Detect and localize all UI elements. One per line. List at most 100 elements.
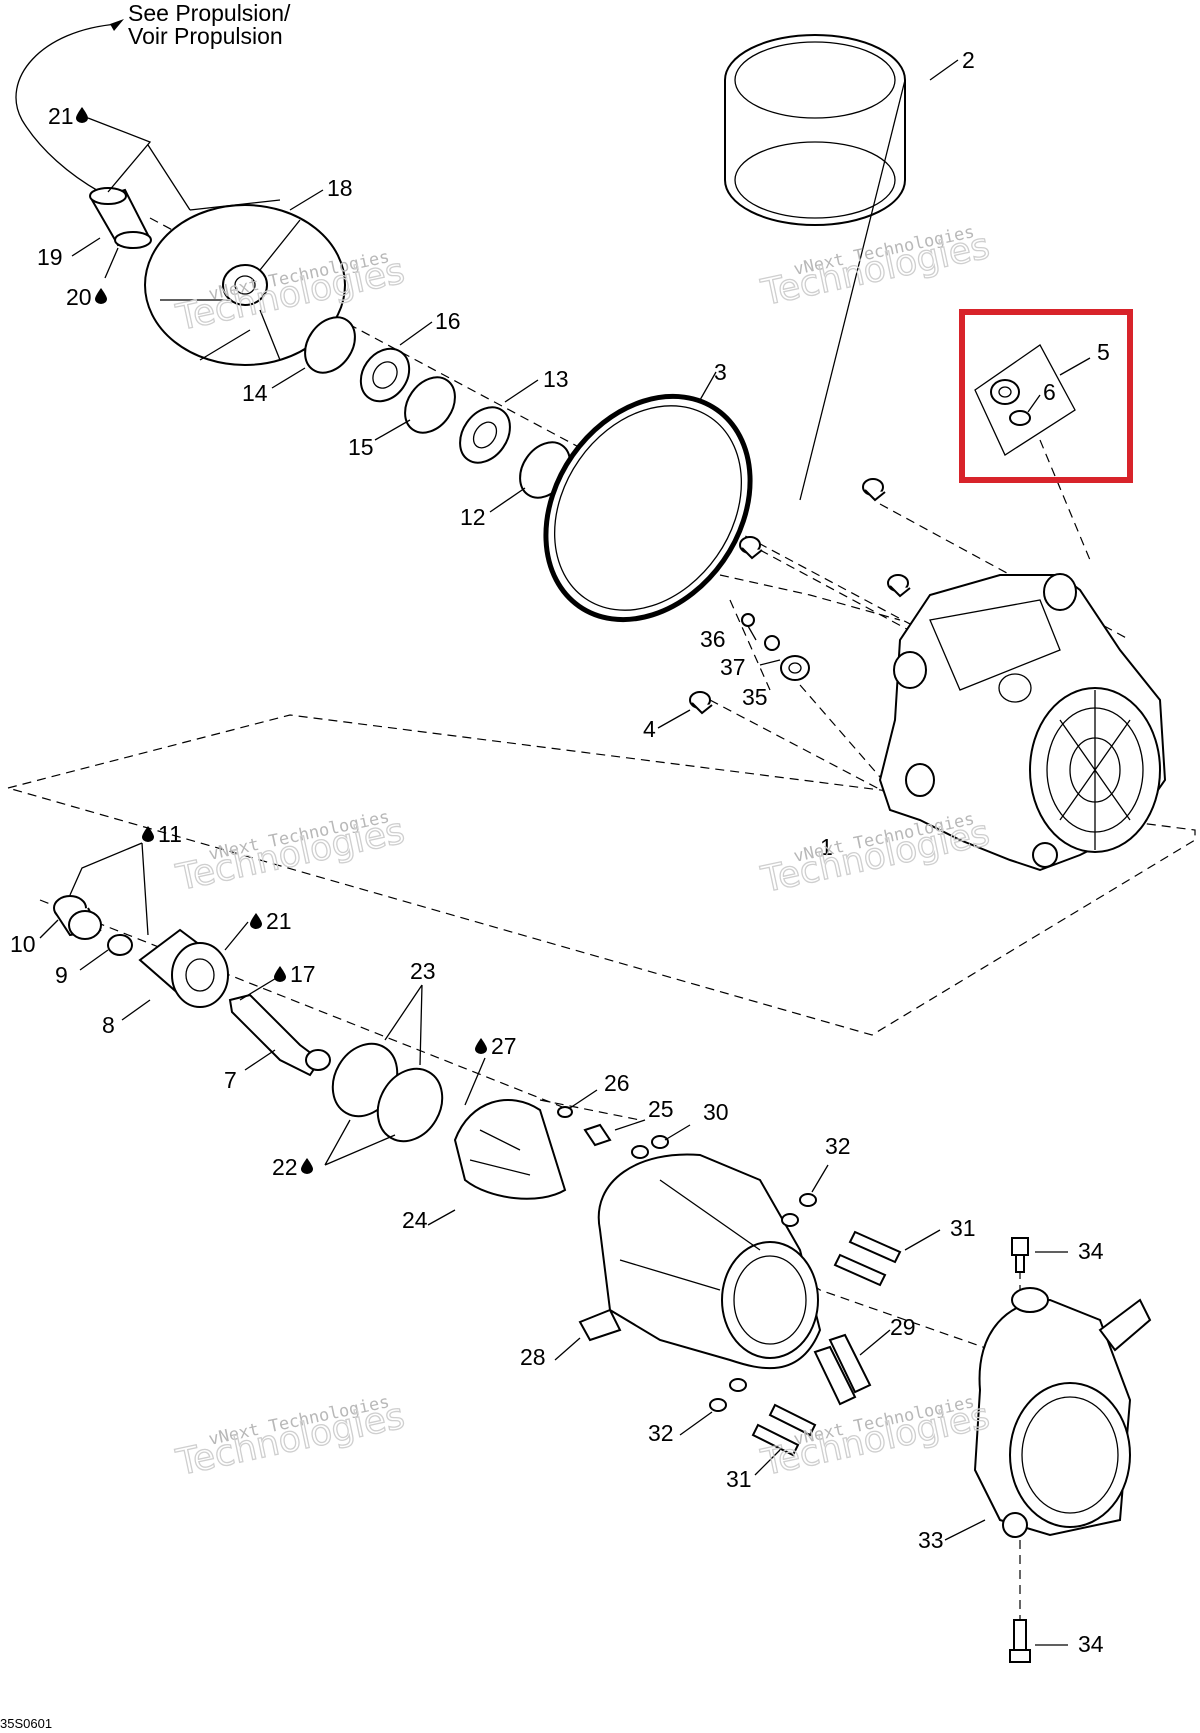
leader-13 [504, 379, 539, 403]
callout-33: 33 [918, 1527, 944, 1553]
watermark-4: vNext Technologies Technologies [757, 809, 994, 902]
oil-drop-icon [250, 913, 262, 929]
nut-kit-box [974, 344, 1076, 456]
cap-10-part [53, 895, 102, 940]
callout-34a: 34 [1078, 1238, 1104, 1264]
callout-37: 37 [720, 654, 746, 680]
callout-35: 35 [742, 684, 768, 710]
leader-12 [489, 487, 526, 513]
o-ring-9-part [107, 934, 133, 956]
bearing-seal-part [459, 406, 511, 464]
leader-6 [1027, 394, 1041, 413]
leader-21b [224, 921, 249, 951]
callout-30: 30 [703, 1099, 729, 1125]
callout-14: 14 [242, 380, 268, 406]
leader-32b [679, 1411, 713, 1436]
leader-27 [464, 1057, 486, 1106]
nut-axis-line [1039, 439, 1091, 561]
washer-32d-part [709, 1398, 727, 1412]
seal-part [359, 347, 411, 403]
screw-31c-part [768, 1403, 817, 1437]
leader-14 [271, 367, 306, 389]
callout-2: 2 [962, 47, 975, 73]
callout-8: 8 [102, 1012, 115, 1038]
large-o-ring-part [543, 393, 753, 623]
washer-26-part [557, 1106, 573, 1118]
bearing-8-part [138, 928, 229, 1008]
svg-text:Technologies: Technologies [172, 811, 408, 899]
callout-17: 17 [290, 961, 316, 987]
callout-23: 23 [410, 958, 436, 984]
watermark-6: vNext Technologies Technologies [757, 1392, 994, 1485]
impeller-part [144, 199, 346, 366]
housing-bolt-4 [689, 691, 713, 715]
assembly-outline [5, 714, 1196, 1036]
callout-11: 11 [158, 821, 182, 847]
propulsion-arrow-line [15, 23, 119, 193]
leader-9 [79, 949, 109, 971]
screw-31b-part [833, 1253, 887, 1287]
callout-26: 26 [604, 1070, 630, 1096]
svg-text:Technologies: Technologies [757, 813, 993, 901]
screw-31d-part [751, 1423, 800, 1457]
washer-37-part [764, 635, 780, 651]
callout-32a: 32 [825, 1133, 851, 1159]
wear-ring-part [724, 34, 906, 226]
callout-21b: 21 [266, 908, 292, 934]
callout-13: 13 [543, 366, 569, 392]
callout-12: 12 [460, 504, 486, 530]
callout-4: 4 [643, 716, 656, 742]
oil-drop-icon [274, 966, 286, 982]
screw-25-part [583, 1123, 612, 1147]
leader-4 [657, 709, 691, 729]
leader-17 [239, 976, 279, 1001]
svg-text:Technologies: Technologies [172, 1396, 408, 1484]
header-line-2: Voir Propulsion [128, 23, 283, 49]
highlight-box [959, 309, 1133, 483]
washer-32c-part [729, 1378, 747, 1392]
oil-drop-icon [76, 107, 88, 123]
callout-18: 18 [327, 175, 353, 201]
grommet-35-part [780, 655, 810, 681]
callout-10: 10 [10, 931, 36, 957]
callout-21a: 21 [48, 103, 74, 129]
nut-5-part [990, 379, 1020, 405]
leader-30 [664, 1124, 691, 1141]
callout-9: 9 [55, 962, 68, 988]
washer-6-part [1009, 410, 1031, 426]
leader-8 [121, 999, 151, 1021]
screw-31a-part [848, 1230, 902, 1264]
leader-35 [759, 659, 781, 666]
leader-15 [374, 419, 411, 441]
wear-ring-axis [799, 79, 906, 501]
leader-31a [904, 1229, 941, 1251]
svg-text:Technologies: Technologies [757, 1396, 993, 1484]
venturi-28-part [578, 1153, 822, 1370]
watermark-2: vNext Technologies Technologies [757, 222, 994, 315]
nozzle-33-part [973, 1287, 1152, 1538]
reference-code: 35S0601 [0, 1716, 52, 1731]
shaft-7-part [228, 993, 331, 1077]
bolt-axis-line-5 [729, 599, 771, 691]
impeller-sleeve-part [89, 187, 152, 249]
washer-32a-part [799, 1193, 817, 1207]
oil-drop-icon [475, 1038, 487, 1054]
circlip-part [304, 316, 356, 374]
callout-1: 1 [820, 834, 833, 860]
callout-22: 22 [272, 1154, 298, 1180]
callout-19: 19 [37, 244, 63, 270]
callout-27: 27 [491, 1033, 517, 1059]
svg-text:Technologies: Technologies [757, 226, 993, 314]
lower-axis-line [39, 899, 571, 1111]
callout-25: 25 [648, 1096, 674, 1122]
leader-26 [569, 1089, 598, 1109]
bolt-34a-part [1011, 1237, 1029, 1273]
leader-16 [399, 321, 433, 346]
leader-7 [244, 1049, 276, 1071]
leader-21a [87, 117, 191, 211]
leader-31b [754, 1449, 781, 1476]
leader-33 [944, 1519, 986, 1541]
callout-24: 24 [402, 1207, 428, 1233]
o-ring-15-part [404, 376, 456, 434]
header-line-1: See Propulsion/ [128, 0, 291, 26]
